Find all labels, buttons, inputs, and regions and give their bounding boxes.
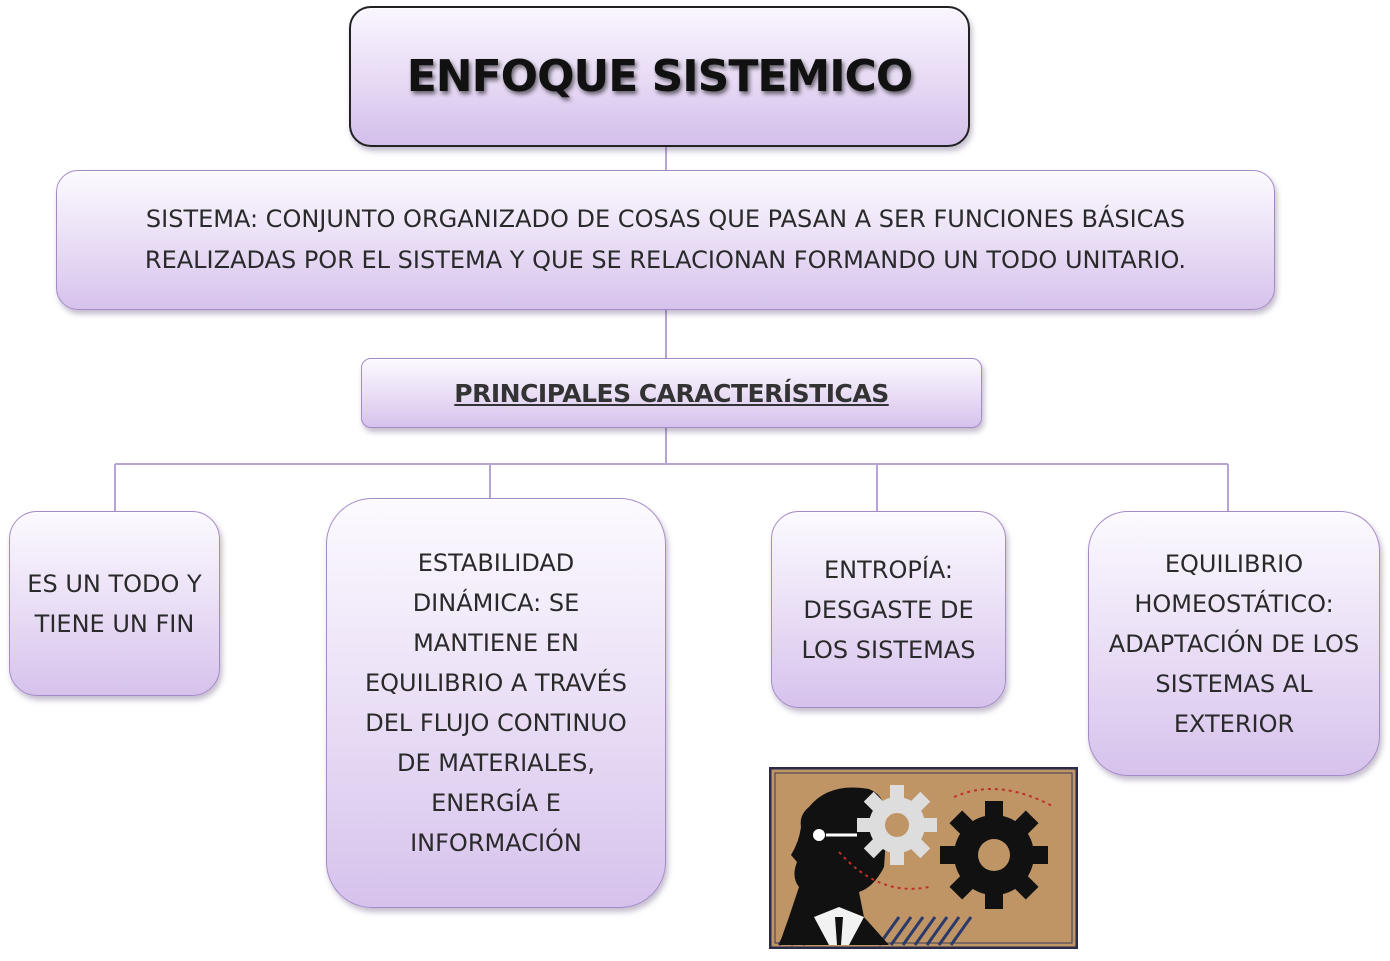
thinking-head-gears-icon [769,767,1078,949]
characteristics-heading: PRINCIPALES CARACTERÍSTICAS [454,378,889,408]
characteristic-box-entropia: ENTROPÍA: DESGASTE DE LOS SISTEMAS [771,511,1006,708]
characteristic-text: ENTROPÍA: DESGASTE DE LOS SISTEMAS [801,555,976,664]
characteristic-box-equilibrio: EQUILIBRIO HOMEOSTÁTICO: ADAPTACIÓN DE L… [1088,511,1380,776]
diagram-title: ENFOQUE SISTEMICO [406,51,914,102]
characteristics-heading-box: PRINCIPALES CARACTERÍSTICAS [361,358,982,428]
definition-box: SISTEMA: CONJUNTO ORGANIZADO DE COSAS QU… [56,170,1275,310]
title-box: ENFOQUE SISTEMICO [349,6,970,147]
characteristic-box-todo: ES UN TODO Y TIENE UN FIN [9,511,220,696]
characteristic-box-estabilidad: ESTABILIDAD DINÁMICA: SE MANTIENE EN EQU… [326,498,666,908]
characteristic-text: EQUILIBRIO HOMEOSTÁTICO: ADAPTACIÓN DE L… [1108,549,1360,738]
characteristic-text: ESTABILIDAD DINÁMICA: SE MANTIENE EN EQU… [365,549,627,857]
definition-text: SISTEMA: CONJUNTO ORGANIZADO DE COSAS QU… [144,205,1187,274]
characteristic-text: ES UN TODO Y TIENE UN FIN [27,569,202,638]
